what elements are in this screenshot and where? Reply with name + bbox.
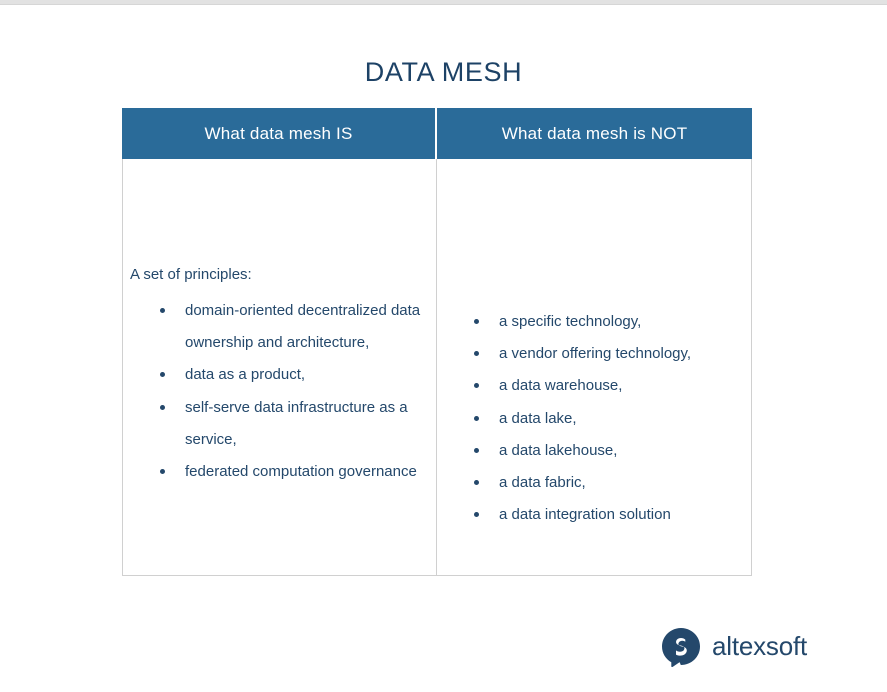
bullet-dot-icon (160, 404, 165, 410)
is-list: domain-oriented decentralized data owner… (123, 295, 437, 488)
list-item: a data lake, (437, 403, 751, 435)
slide-canvas: DATA MESH What data mesh IS What data me… (0, 5, 887, 692)
altexsoft-wordmark: altexsoft (712, 631, 808, 661)
altexsoft-logo: altexsoft (660, 626, 807, 668)
table-header-row: What data mesh IS What data mesh is NOT (122, 108, 752, 159)
list-item-label: domain-oriented decentralized data owner… (185, 302, 421, 352)
list-item: a specific technology, (437, 306, 751, 338)
list-item-label: data as a product, (185, 366, 306, 384)
list-item-label: a data integration solution (499, 506, 671, 524)
bullet-dot-icon (474, 319, 479, 324)
bullet-dot-icon (474, 512, 479, 518)
list-item: a data integration solution (437, 499, 751, 531)
table-cell-what-data-mesh-is: A set of principles: domain-oriented dec… (123, 159, 437, 575)
list-item-label: a data fabric, (499, 474, 586, 492)
bullet-dot-icon (160, 308, 165, 313)
list-item: domain-oriented decentralized data owner… (123, 295, 437, 359)
list-item: a vendor offering technology, (437, 338, 751, 370)
bullet-dot-icon (474, 447, 479, 453)
table-body-row: A set of principles: domain-oriented dec… (122, 159, 752, 576)
list-item-label: a data lake, (499, 409, 577, 427)
altexsoft-speech-bubble-icon (660, 626, 702, 668)
comparison-table: What data mesh IS What data mesh is NOT … (122, 108, 752, 576)
column-header-what-data-mesh-is: What data mesh IS (122, 108, 437, 159)
list-item: self-serve data infrastructure as a serv… (123, 392, 437, 456)
bullet-dot-icon (160, 372, 165, 378)
bullet-dot-icon (474, 480, 479, 486)
top-grey-band (0, 0, 887, 5)
list-item: data as a product, (123, 359, 437, 391)
bullet-dot-icon (160, 469, 165, 475)
principles-intro-label: A set of principles: (130, 266, 252, 283)
list-item: a data fabric, (437, 467, 751, 499)
list-item-label: federated computation governance (185, 463, 417, 481)
list-item: a data lakehouse, (437, 435, 751, 467)
table-cell-what-data-mesh-is-not: a specific technology, a vendor offering… (437, 159, 751, 575)
list-item-label: a vendor offering technology, (499, 345, 692, 363)
bullet-dot-icon (474, 383, 479, 389)
list-item-label: a data warehouse, (499, 377, 623, 395)
list-item-label: a data lakehouse, (499, 441, 618, 459)
list-item: federated computation governance (123, 456, 437, 488)
bullet-dot-icon (474, 351, 479, 357)
column-header-what-data-mesh-is-not: What data mesh is NOT (437, 108, 752, 159)
list-item-label: a specific technology, (499, 313, 642, 330)
list-item: a data warehouse, (437, 370, 751, 402)
page-title: DATA MESH (364, 57, 523, 87)
bullet-dot-icon (474, 415, 479, 421)
is-not-list: a specific technology, a vendor offering… (437, 306, 751, 531)
list-item-label: self-serve data infrastructure as a serv… (185, 398, 408, 448)
